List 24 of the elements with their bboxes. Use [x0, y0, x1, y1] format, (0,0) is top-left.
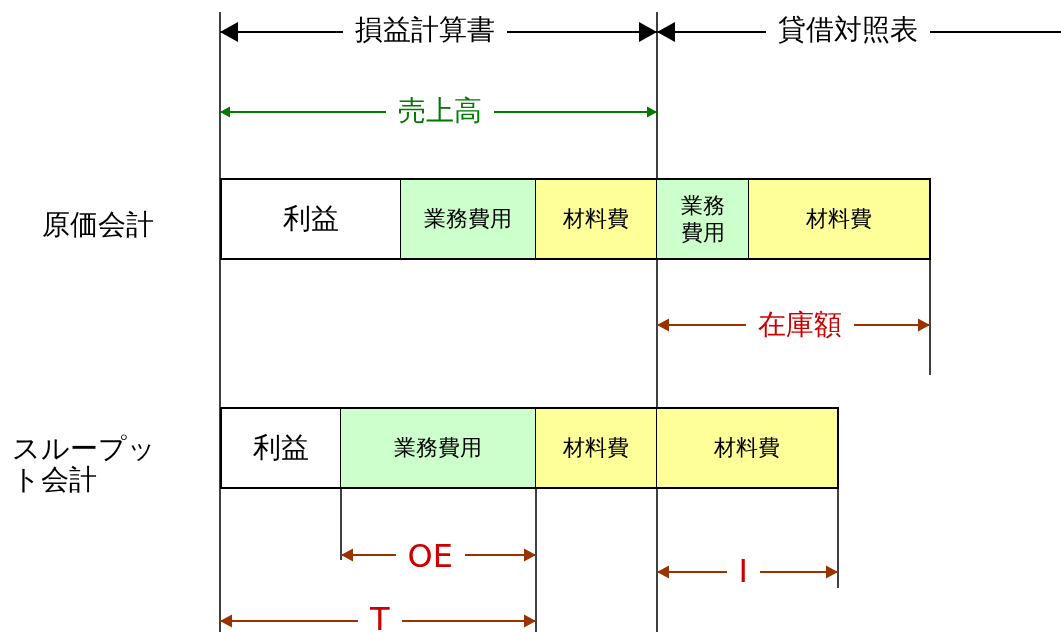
cost-block — [401, 178, 537, 260]
cost-block — [657, 178, 750, 260]
cost-block — [220, 178, 402, 260]
row-label: 原価会計 — [42, 209, 154, 241]
cost-block — [536, 178, 658, 260]
block-label: 材料費 — [563, 434, 629, 462]
block-label: 業務費用 — [394, 434, 482, 462]
cost-block — [657, 407, 839, 489]
block-label: 材料費 — [806, 205, 872, 233]
cost-block — [220, 407, 342, 489]
block-label: 材料費 — [714, 434, 780, 462]
row-label: スループット会計 — [12, 434, 157, 496]
block-label: 業務費用 — [424, 205, 512, 233]
dimension-label: 売上高 — [386, 95, 494, 127]
block-label: 業務費用 — [679, 191, 726, 247]
block-label: 利益 — [283, 201, 339, 237]
block-label: 利益 — [253, 430, 309, 466]
cost-block — [341, 407, 537, 489]
section-heading: 損益計算書 — [343, 14, 507, 46]
cost-block — [749, 178, 931, 260]
cost-block — [536, 407, 658, 489]
section-heading: 貸借対照表 — [766, 14, 930, 46]
block-label: 材料費 — [563, 205, 629, 233]
dimension-label: 在庫額 — [746, 309, 854, 341]
